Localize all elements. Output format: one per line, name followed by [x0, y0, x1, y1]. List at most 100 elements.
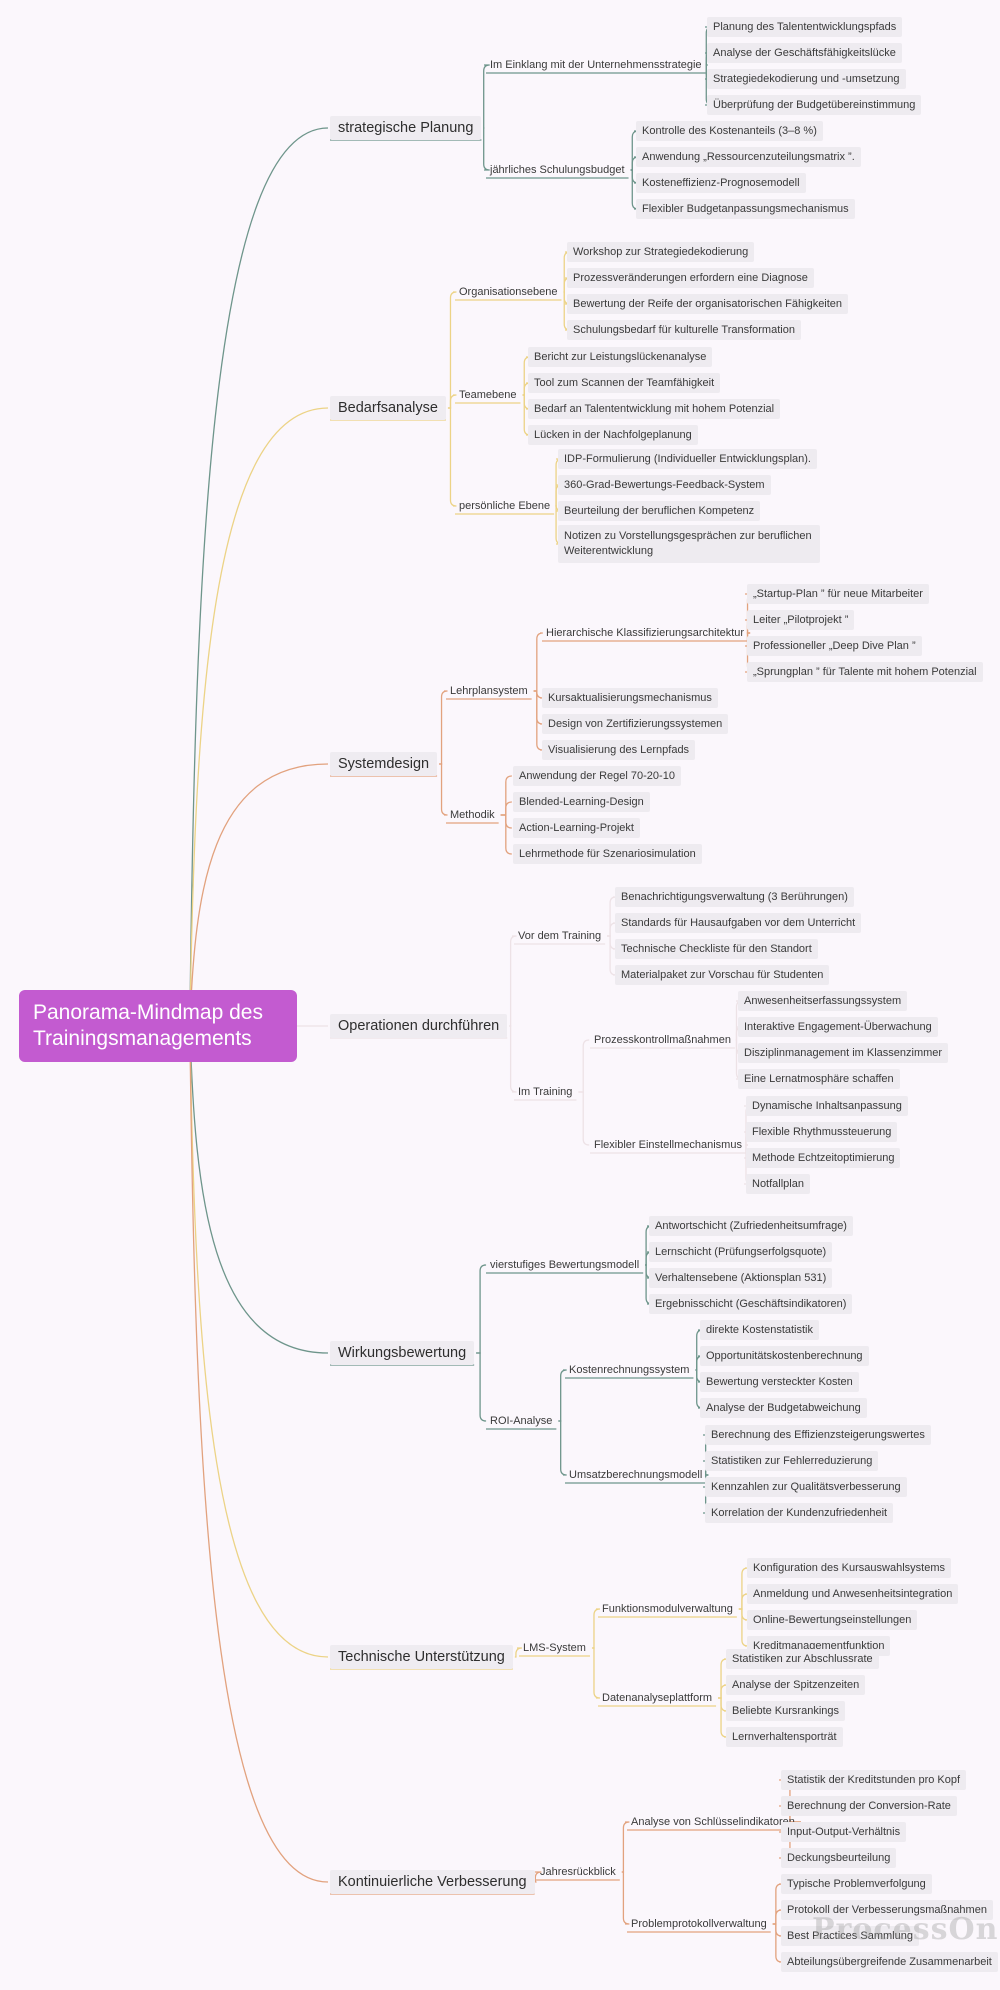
leaf-konfiguration-des-kursauswahlsystems[interactable]: Konfiguration des Kursauswahlsystems [747, 1558, 951, 1578]
node-organisationsebene[interactable]: Organisationsebene [459, 286, 558, 298]
leaf-anwendung-ressourcenzuteilungsmatrix[interactable]: Anwendung „Ressourcenzuteilungsmatrix ”. [636, 147, 861, 167]
leaf-kontrolle-des-kostenanteils-3-8[interactable]: Kontrolle des Kostenanteils (3–8 %) [636, 121, 823, 141]
leaf-lücken-in-der-nachfolgeplanung[interactable]: Lücken in der Nachfolgeplanung [528, 425, 698, 445]
leaf-anwendung-der-regel-70-20-10[interactable]: Anwendung der Regel 70-20-10 [513, 766, 681, 786]
node-lehrplansystem[interactable]: Lehrplansystem [450, 685, 528, 697]
leaf-kosteneffizienz-prognosemodell[interactable]: Kosteneffizienz-Prognosemodell [636, 173, 806, 193]
leaf-technische-checkliste-für-den-standort[interactable]: Technische Checkliste für den Standort [615, 939, 818, 959]
leaf-beliebte-kursrankings[interactable]: Beliebte Kursrankings [726, 1701, 846, 1721]
node-kostenrechnungssystem[interactable]: Kostenrechnungssystem [569, 1364, 690, 1376]
leaf-schulungsbedarf-für-kulturelle-transform[interactable]: Schulungsbedarf für kulturelle Transform… [567, 320, 801, 340]
leaf-abteilungsübergreifende-zusammenarbeit[interactable]: Abteilungsübergreifende Zusammenarbeit [781, 1952, 998, 1972]
leaf-materialpaket-zur-vorschau-für-studenten[interactable]: Materialpaket zur Vorschau für Studenten [615, 965, 830, 985]
leaf-workshop-zur-strategiedekodierung[interactable]: Workshop zur Strategiedekodierung [567, 242, 755, 262]
node-vor-dem-training[interactable]: Vor dem Training [518, 930, 602, 942]
leaf-deckungsbeurteilung[interactable]: Deckungsbeurteilung [781, 1848, 897, 1868]
node-analyse-von-schlüsselindikatoren[interactable]: Analyse von Schlüsselindikatoren [631, 1816, 795, 1828]
node-methodik[interactable]: Methodik [450, 809, 495, 821]
leaf-verhaltensebene-aktionsplan-531[interactable]: Verhaltensebene (Aktionsplan 531) [649, 1268, 833, 1288]
leaf-360-grad-bewertungs-feedback-system[interactable]: 360-Grad-Bewertungs-Feedback-System [558, 475, 771, 495]
branch-systemdesign[interactable]: Systemdesign [330, 752, 438, 776]
leaf-beurteilung-der-beruflichen-kompetenz[interactable]: Beurteilung der beruflichen Kompetenz [558, 501, 761, 521]
leaf-design-von-zertifizierungssystemen[interactable]: Design von Zertifizierungssystemen [542, 714, 729, 734]
leaf-planung-des-talententwicklungspfads[interactable]: Planung des Talententwicklungspfads [707, 17, 903, 37]
leaf-benachrichtigungsverwaltung-3-berührunge[interactable]: Benachrichtigungsverwaltung (3 Berührung… [615, 887, 854, 907]
leaf-lernschicht-prüfungserfolgsquote[interactable]: Lernschicht (Prüfungserfolgsquote) [649, 1242, 833, 1262]
node-prozesskontrollmaßnahmen[interactable]: Prozesskontrollmaßnahmen [594, 1034, 731, 1046]
node-lms-system[interactable]: LMS-System [523, 1642, 586, 1654]
leaf-typische-problemverfolgung[interactable]: Typische Problemverfolgung [781, 1874, 932, 1894]
branch-kontinuierliche-verbesserung[interactable]: Kontinuierliche Verbesserung [330, 1870, 535, 1894]
leaf-statistiken-zur-abschlussrate[interactable]: Statistiken zur Abschlussrate [726, 1649, 879, 1669]
leaf-input-output-verhältnis[interactable]: Input-Output-Verhältnis [781, 1822, 907, 1842]
leaf-analyse-der-spitzenzeiten[interactable]: Analyse der Spitzenzeiten [726, 1675, 866, 1695]
leaf-action-learning-projekt[interactable]: Action-Learning-Projekt [513, 818, 640, 838]
node-problemprotokollverwaltung[interactable]: Problemprotokollverwaltung [631, 1918, 767, 1930]
node-im-training[interactable]: Im Training [518, 1086, 573, 1098]
leaf-standards-für-hausaufgaben-vor-dem-unter[interactable]: Standards für Hausaufgaben vor dem Unter… [615, 913, 862, 933]
leaf-protokoll-der-verbesserungsmaßnahmen[interactable]: Protokoll der Verbesserungsmaßnahmen [781, 1900, 993, 1920]
leaf-bewertung-versteckter-kosten[interactable]: Bewertung versteckter Kosten [700, 1372, 859, 1392]
leaf-dynamische-inhaltsanpassung[interactable]: Dynamische Inhaltsanpassung [746, 1096, 908, 1116]
leaf-notfallplan[interactable]: Notfallplan [746, 1174, 810, 1194]
leaf-anwesenheitserfassungssystem[interactable]: Anwesenheitserfassungssystem [738, 991, 908, 1011]
leaf-berechnung-des-effizienzsteigerungswerte[interactable]: Berechnung des Effizienzsteigerungswerte… [705, 1425, 931, 1445]
node-funktionsmodulverwaltung[interactable]: Funktionsmodulverwaltung [602, 1603, 733, 1615]
node-jahresrückblick[interactable]: Jahresrückblick [540, 1866, 616, 1878]
leaf-leiter-pilotprojekt[interactable]: Leiter „Pilotprojekt ” [747, 610, 855, 630]
leaf-ergebnisschicht-geschäftsindikatoren[interactable]: Ergebnisschicht (Geschäftsindikatoren) [649, 1294, 853, 1314]
leaf-lehrmethode-für-szenariosimulation[interactable]: Lehrmethode für Szenariosimulation [513, 844, 702, 864]
leaf-analyse-der-budgetabweichung[interactable]: Analyse der Budgetabweichung [700, 1398, 867, 1418]
node-vierstufiges-bewertungsmodell[interactable]: vierstufiges Bewertungsmodell [490, 1259, 640, 1271]
leaf-kursaktualisierungsmechanismus[interactable]: Kursaktualisierungsmechanismus [542, 688, 718, 708]
leaf-idp-formulierung-individueller-entwicklu[interactable]: IDP-Formulierung (Individueller Entwickl… [558, 449, 817, 469]
leaf-prozessveränderungen-erfordern-eine-diag[interactable]: Prozessveränderungen erfordern eine Diag… [567, 268, 814, 288]
branch-bedarfsanalyse[interactable]: Bedarfsanalyse [330, 396, 446, 420]
leaf-strategiedekodierung-und-umsetzung[interactable]: Strategiedekodierung und -umsetzung [707, 69, 906, 89]
leaf-startup-plan-für-neue-mitarbeiter[interactable]: „Startup-Plan ” für neue Mitarbeiter [747, 584, 929, 604]
leaf-statistiken-zur-fehlerreduzierung[interactable]: Statistiken zur Fehlerreduzierung [705, 1451, 879, 1471]
node-flexibler-einstellmechanismus[interactable]: Flexibler Einstellmechanismus [594, 1139, 742, 1151]
root-node[interactable]: Panorama-Mindmap des Trainingsmanagement… [19, 990, 297, 1062]
leaf-lernverhaltensporträt[interactable]: Lernverhaltensporträt [726, 1727, 843, 1747]
leaf-bericht-zur-leistungslückenanalyse[interactable]: Bericht zur Leistungslückenanalyse [528, 347, 713, 367]
leaf-eine-lernatmosphäre-schaffen[interactable]: Eine Lernatmosphäre schaffen [738, 1069, 900, 1089]
leaf-analyse-der-geschäftsfähigkeitslücke[interactable]: Analyse der Geschäftsfähigkeitslücke [707, 43, 902, 63]
leaf-anmeldung-und-anwesenheitsintegration[interactable]: Anmeldung und Anwesenheitsintegration [747, 1584, 959, 1604]
leaf-kennzahlen-zur-qualitätsverbesserung[interactable]: Kennzahlen zur Qualitätsverbesserung [705, 1477, 907, 1497]
leaf-visualisierung-des-lernpfads[interactable]: Visualisierung des Lernpfads [542, 740, 696, 760]
leaf-überprüfung-der-budgetübereinstimmung[interactable]: Überprüfung der Budgetübereinstimmung [707, 95, 922, 115]
leaf-interaktive-engagement-überwachung[interactable]: Interaktive Engagement-Überwachung [738, 1017, 938, 1037]
branch-technische-unterstützung[interactable]: Technische Unterstützung [330, 1645, 513, 1669]
leaf-antwortschicht-zufriedenheitsumfrage[interactable]: Antwortschicht (Zufriedenheitsumfrage) [649, 1216, 853, 1236]
node-roi-analyse[interactable]: ROI-Analyse [490, 1415, 553, 1427]
leaf-tool-zum-scannen-der-teamfähigkeit[interactable]: Tool zum Scannen der Teamfähigkeit [528, 373, 721, 393]
leaf-disziplinmanagement-im-klassenzimmer[interactable]: Disziplinmanagement im Klassenzimmer [738, 1043, 949, 1063]
node-jährliches-schulungsbudget[interactable]: jährliches Schulungsbudget [490, 164, 625, 176]
node-datenanalyseplattform[interactable]: Datenanalyseplattform [602, 1692, 713, 1704]
leaf-blended-learning-design[interactable]: Blended-Learning-Design [513, 792, 650, 812]
leaf-berechnung-der-conversion-rate[interactable]: Berechnung der Conversion-Rate [781, 1796, 957, 1816]
leaf-sprungplan-für-talente-mit-hohem-potenzi[interactable]: „Sprungplan ” für Talente mit hohem Pote… [747, 662, 983, 682]
leaf-notizen-zu-vorstellungsgesprächen-zur-be[interactable]: Notizen zu Vorstellungsgesprächen zur be… [558, 525, 820, 563]
leaf-opportunitätskostenberechnung[interactable]: Opportunitätskostenberechnung [700, 1346, 869, 1366]
leaf-bewertung-der-reife-der-organisatorische[interactable]: Bewertung der Reife der organisatorische… [567, 294, 849, 314]
node-umsatzberechnungsmodell[interactable]: Umsatzberechnungsmodell [569, 1469, 703, 1481]
node-im-einklang-mit-der-unternehmensstrategi[interactable]: Im Einklang mit der Unternehmensstrategi… [490, 59, 702, 71]
leaf-statistik-der-kreditstunden-pro-kopf[interactable]: Statistik der Kreditstunden pro Kopf [781, 1770, 967, 1790]
node-hierarchische-klassifizierungsarchitektu[interactable]: Hierarchische Klassifizierungsarchitektu… [546, 627, 745, 639]
node-persönliche-ebene[interactable]: persönliche Ebene [459, 500, 551, 512]
branch-operationen-durchführen[interactable]: Operationen durchführen [330, 1014, 508, 1038]
leaf-bedarf-an-talententwicklung-mit-hohem-po[interactable]: Bedarf an Talententwicklung mit hohem Po… [528, 399, 781, 419]
leaf-flexible-rhythmussteuerung[interactable]: Flexible Rhythmussteuerung [746, 1122, 898, 1142]
leaf-direkte-kostenstatistik[interactable]: direkte Kostenstatistik [700, 1320, 819, 1340]
branch-wirkungsbewertung[interactable]: Wirkungsbewertung [330, 1341, 475, 1365]
leaf-korrelation-der-kundenzufriedenheit[interactable]: Korrelation der Kundenzufriedenheit [705, 1503, 894, 1523]
leaf-online-bewertungseinstellungen[interactable]: Online-Bewertungseinstellungen [747, 1610, 918, 1630]
leaf-methode-echtzeitoptimierung[interactable]: Methode Echtzeitoptimierung [746, 1148, 901, 1168]
leaf-best-practices-sammlung[interactable]: Best Practices Sammlung [781, 1926, 919, 1946]
leaf-flexibler-budgetanpassungsmechanismus[interactable]: Flexibler Budgetanpassungsmechanismus [636, 199, 855, 219]
branch-strategische-planung[interactable]: strategische Planung [330, 116, 482, 140]
node-teamebene[interactable]: Teamebene [459, 389, 517, 401]
leaf-professioneller-deep-dive-plan[interactable]: Professioneller „Deep Dive Plan ” [747, 636, 922, 656]
